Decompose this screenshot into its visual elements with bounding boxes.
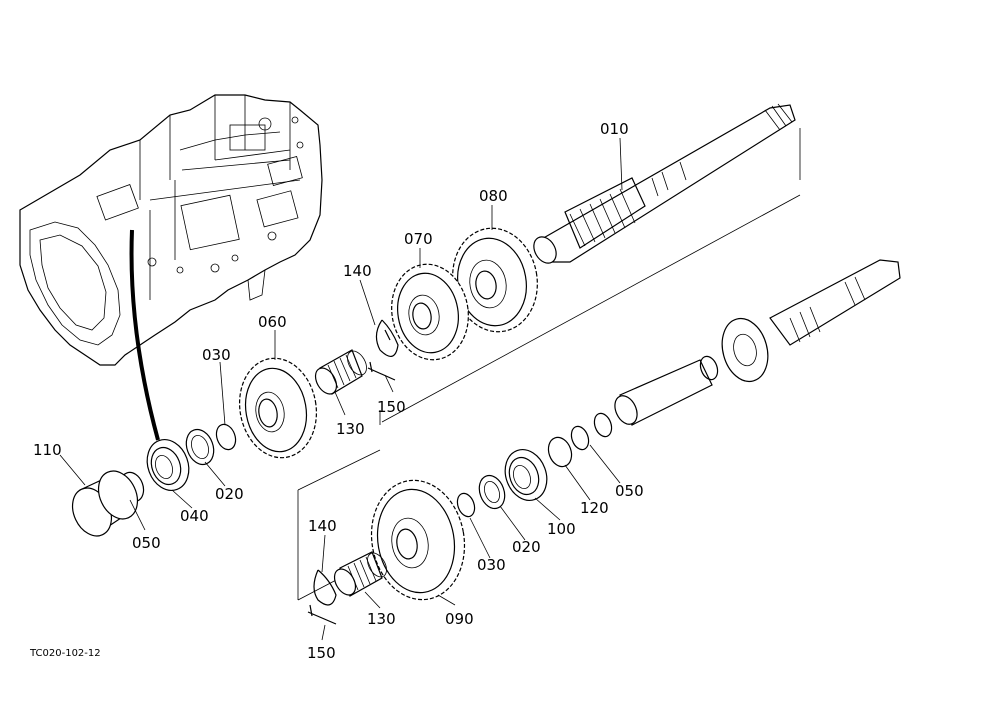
pin-150-upper <box>367 361 396 381</box>
label-050-right: 050 <box>615 482 644 500</box>
flange <box>721 317 769 383</box>
snap-ring-140-lower <box>313 569 337 606</box>
lower-shaft <box>614 259 901 426</box>
collar-120 <box>547 436 573 468</box>
label-120: 120 <box>580 499 609 517</box>
ring-050-right <box>593 412 613 438</box>
callout-leaders <box>59 137 623 641</box>
snap-ring-140-upper <box>375 319 399 357</box>
gear-070 <box>391 263 469 361</box>
needle-bearing-130-upper <box>314 349 367 395</box>
label-060: 060 <box>258 313 287 331</box>
washer-030-upper <box>215 423 237 451</box>
leader-line-housing <box>129 229 160 441</box>
bearing-100 <box>504 449 548 501</box>
label-020-upper: 020 <box>215 485 244 503</box>
label-150-lower: 150 <box>307 644 336 662</box>
pin-150-lower <box>307 604 337 625</box>
gear-080 <box>452 227 538 333</box>
bearing-040 <box>146 439 190 491</box>
label-110: 110 <box>33 441 62 459</box>
label-050-left: 050 <box>132 534 161 552</box>
gear-060 <box>238 357 318 459</box>
label-020-lower: 020 <box>512 538 541 556</box>
label-010: 010 <box>600 120 629 138</box>
shaft-010 <box>533 103 796 264</box>
assembly-axis-lines <box>297 128 801 601</box>
cap-110 <box>71 470 139 537</box>
collar-020-lower <box>478 474 506 510</box>
label-040: 040 <box>180 507 209 525</box>
label-030-upper: 030 <box>202 346 231 364</box>
label-070: 070 <box>404 230 433 248</box>
label-140-upper: 140 <box>343 262 372 280</box>
label-150-upper: 150 <box>377 398 406 416</box>
label-090: 090 <box>445 610 474 628</box>
ring-050-right-inner <box>570 425 590 451</box>
label-080: 080 <box>479 187 508 205</box>
transmission-housing <box>19 94 323 366</box>
label-130-upper: 130 <box>336 420 365 438</box>
label-030-lower: 030 <box>477 556 506 574</box>
ring-upper-right <box>699 355 719 381</box>
label-140-lower: 140 <box>308 517 337 535</box>
washer-030-lower <box>456 492 476 518</box>
gear-090 <box>370 479 466 601</box>
label-100: 100 <box>547 520 576 538</box>
label-130-lower: 130 <box>367 610 396 628</box>
reference-code: TC020-102-12 <box>29 648 101 659</box>
needle-bearing-130-lower <box>333 551 387 597</box>
collar-020-upper <box>185 428 215 466</box>
